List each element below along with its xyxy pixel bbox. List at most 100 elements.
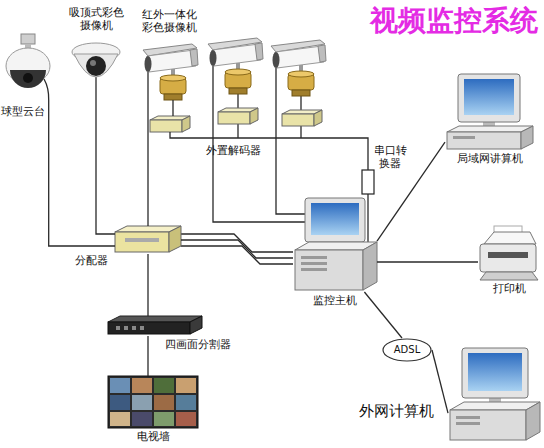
tv-wall-symbol	[110, 395, 130, 410]
decoder-symbol	[150, 116, 190, 132]
cable-connector	[377, 261, 478, 262]
device-node: 四画面分割器	[108, 316, 202, 336]
quad-splitter-symbol	[108, 316, 202, 322]
cable-connector	[181, 240, 293, 258]
serial-converter-symbol	[362, 170, 374, 194]
ceiling-camera-symbol	[72, 43, 120, 77]
device-node: 红外一体化 彩色摄像机	[140, 42, 200, 100]
tv-wall-symbol	[176, 378, 196, 393]
dome-camera-symbol	[6, 34, 50, 88]
decoder-symbol	[218, 108, 258, 124]
device-node: 电视墙	[108, 376, 198, 428]
lan-computer-symbol	[464, 79, 514, 115]
wire	[95, 77, 96, 84]
cable-connector	[147, 254, 148, 316]
lan-computer-symbol	[447, 74, 533, 149]
tv-wall-symbol	[154, 412, 174, 426]
remote-computer-symbol	[462, 348, 528, 398]
device-label: 监控主机	[293, 294, 377, 307]
quad-splitter-symbol	[108, 316, 202, 334]
host-computer-symbol	[295, 250, 363, 290]
remote-computer-symbol	[456, 416, 480, 419]
device-node: 外置解码器	[150, 116, 190, 132]
wire	[237, 94, 238, 108]
printer-symbol	[484, 232, 536, 244]
wire	[44, 66, 368, 264]
device-node: 吸顶式彩色 摄像机	[72, 42, 120, 84]
quad-splitter-symbol	[140, 326, 144, 330]
wire	[181, 246, 293, 264]
tv-wall-symbol	[110, 378, 130, 393]
printer-symbol	[480, 244, 536, 272]
tv-wall-symbol	[176, 395, 196, 410]
host-computer-symbol	[305, 198, 365, 242]
tv-wall-symbol	[108, 376, 198, 428]
lan-computer-symbol	[521, 126, 533, 149]
ir-camera-symbol	[143, 38, 326, 100]
host-computer-symbol	[301, 256, 327, 259]
device-node: 串口转 换器	[362, 170, 374, 194]
tv-wall-symbol	[132, 395, 152, 410]
device-node: 打印机	[478, 228, 540, 280]
lan-computer-symbol	[447, 132, 521, 149]
cable-connector	[147, 336, 148, 376]
device-label: 外网计算机	[348, 402, 444, 420]
lan-computer-symbol	[447, 126, 533, 132]
remote-computer-symbol	[450, 410, 526, 440]
device-label: 红外一体化 彩色摄像机	[138, 8, 200, 34]
cable-connector	[432, 350, 448, 413]
distributor-symbol	[125, 238, 159, 242]
cable-connector	[96, 84, 115, 234]
device-node: 分配器	[115, 226, 181, 254]
quad-splitter-symbol	[116, 326, 120, 330]
diagram-title: 视频监控系统	[340, 2, 538, 40]
ir-camera-symbol	[271, 40, 326, 96]
device-node: 局域网讲算机	[445, 72, 535, 150]
host-computer-symbol	[363, 242, 377, 290]
network-ellipse: ADSL	[382, 338, 432, 362]
device-label: 打印机	[478, 282, 540, 295]
host-computer-symbol	[301, 262, 327, 265]
quad-splitter-symbol	[108, 322, 190, 334]
remote-computer-symbol	[526, 402, 540, 440]
dome-camera-symbol	[21, 34, 35, 44]
device-label: ADSL	[382, 338, 432, 362]
ceiling-camera-symbol	[74, 54, 118, 77]
cable-connector	[170, 132, 368, 170]
host-computer-symbol	[295, 198, 377, 290]
remote-computer-symbol	[468, 353, 522, 391]
remote-computer-symbol	[450, 402, 540, 410]
quad-splitter-symbol	[124, 326, 128, 330]
ir-camera-symbol	[208, 38, 263, 94]
device-node: 监控主机	[293, 198, 377, 292]
cable-connector	[364, 292, 402, 338]
quad-splitter-symbol	[132, 326, 136, 330]
tv-wall-symbol	[132, 378, 152, 393]
distributor-symbol	[169, 226, 181, 252]
tv-wall-symbol	[154, 395, 174, 410]
ceiling-camera-symbol	[86, 56, 106, 76]
cable-connector	[147, 100, 148, 226]
quad-splitter-symbol	[190, 316, 202, 334]
decoder-symbol	[150, 108, 322, 132]
wire	[181, 234, 293, 252]
distributor-symbol	[115, 226, 181, 252]
cable-connector	[367, 194, 368, 198]
device-node: 外网计算机	[448, 346, 540, 442]
lan-computer-symbol	[453, 136, 475, 139]
device-node: 球型云台	[5, 35, 51, 100]
device-label: 外置解码器	[200, 144, 266, 157]
cable-connector	[172, 100, 173, 116]
wire	[300, 96, 301, 110]
cable-connector	[377, 142, 445, 241]
dome-camera-symbol	[23, 73, 33, 83]
tv-wall-symbol	[110, 412, 130, 426]
device-label: 分配器	[71, 254, 111, 267]
wire	[367, 198, 368, 242]
serial-converter-symbol	[362, 170, 374, 194]
distributor-symbol	[115, 232, 169, 252]
wire	[44, 79, 49, 100]
wire	[300, 126, 301, 138]
